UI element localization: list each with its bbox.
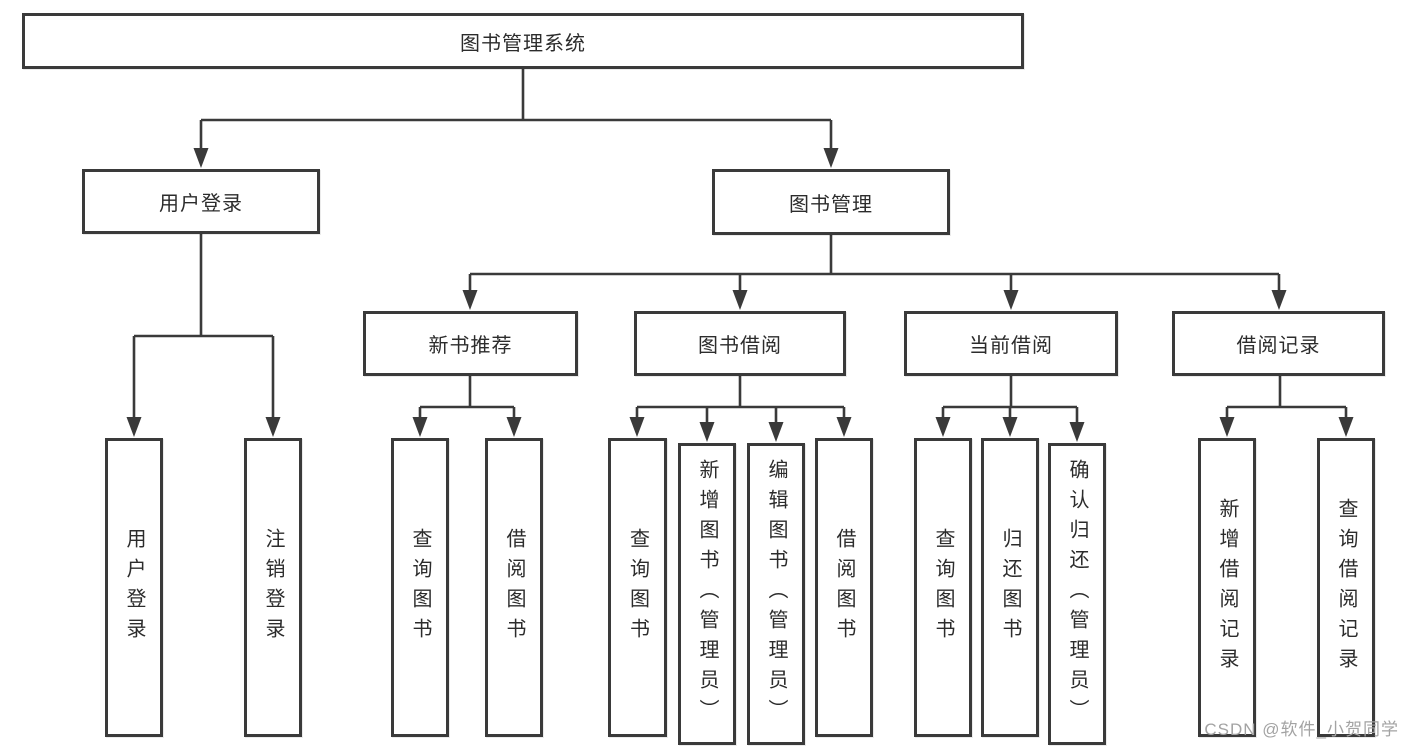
node-label: 确认归还（管理员） — [1066, 459, 1088, 729]
leaf-return-book: 归还图书 — [981, 438, 1039, 737]
leaf-borrow-books-borrowing: 借阅图书 — [815, 438, 873, 737]
node-label: 查询图书 — [626, 527, 649, 648]
node-label: 用户登录 — [123, 527, 145, 648]
node-book-management: 图书管理 — [712, 169, 950, 235]
node-label: 借阅记录 — [1236, 335, 1321, 357]
node-label: 编辑图书（管理员） — [765, 459, 787, 729]
node-label: 查询图书 — [932, 527, 954, 648]
leaf-query-books-borrowing: 查询图书 — [608, 438, 667, 737]
node-label: 图书管理 — [789, 193, 873, 216]
leaf-borrow-books-recommend: 借阅图书 — [485, 438, 543, 737]
node-label: 借阅图书 — [833, 527, 855, 648]
leaf-query-books-recommend: 查询图书 — [391, 438, 449, 737]
node-label: 归还图书 — [999, 527, 1021, 648]
node-new-book-recommendation: 新书推荐 — [363, 311, 578, 376]
node-label: 新增借阅记录 — [1216, 497, 1238, 678]
node-label: 注销登录 — [262, 527, 284, 648]
node-current-borrowing: 当前借阅 — [904, 311, 1118, 376]
node-label: 借阅图书 — [503, 527, 525, 648]
node-label: 用户登录 — [159, 193, 243, 215]
node-borrowing-records: 借阅记录 — [1172, 311, 1385, 376]
node-label: 新书推荐 — [428, 335, 513, 357]
leaf-add-book-admin: 新增图书（管理员） — [678, 443, 736, 745]
leaf-edit-book-admin: 编辑图书（管理员） — [747, 443, 805, 745]
leaf-query-borrow-record: 查询借阅记录 — [1317, 438, 1375, 737]
node-label: 图书借阅 — [698, 335, 782, 357]
node-library-management-system: 图书管理系统 — [22, 13, 1024, 69]
node-book-borrowing: 图书借阅 — [634, 311, 846, 376]
node-label: 查询借阅记录 — [1335, 497, 1357, 678]
node-label: 查询图书 — [409, 527, 431, 648]
node-label: 图书管理系统 — [460, 32, 586, 55]
node-user-login: 用户登录 — [82, 169, 320, 234]
leaf-query-books-current: 查询图书 — [914, 438, 972, 737]
node-label: 新增图书（管理员） — [696, 459, 718, 729]
node-label: 当前借阅 — [969, 335, 1053, 357]
leaf-confirm-return-admin: 确认归还（管理员） — [1048, 443, 1106, 745]
leaf-add-borrow-record: 新增借阅记录 — [1198, 438, 1256, 737]
leaf-logout: 注销登录 — [244, 438, 302, 737]
leaf-user-login: 用户登录 — [105, 438, 163, 737]
